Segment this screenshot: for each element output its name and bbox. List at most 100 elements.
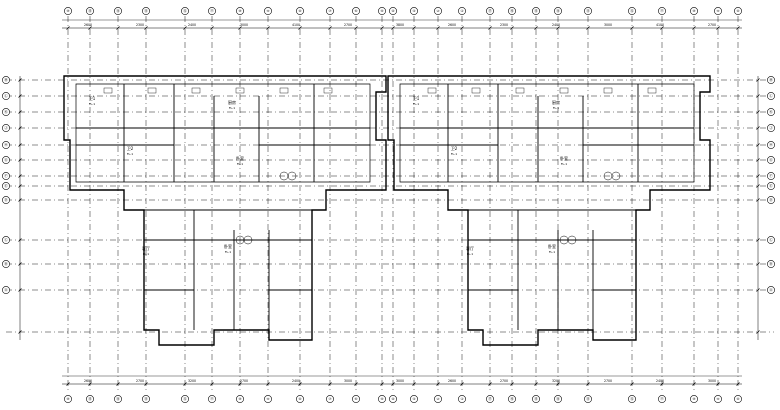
axis-label-top: ⑫ — [630, 8, 634, 13]
axis-label-bottom: ⑪ — [660, 396, 664, 401]
dimension-tick — [586, 382, 590, 386]
axis-label-left: Ⓔ — [4, 183, 8, 188]
dimension-tick — [354, 382, 358, 386]
fixture-box — [427, 87, 437, 94]
wall-outlines — [63, 75, 711, 346]
axis-bubble-top — [628, 7, 636, 15]
axis-bubble-left — [2, 92, 10, 100]
dimension-value: 3000 — [344, 379, 352, 383]
dimension-tick — [436, 26, 440, 30]
dimension-tick — [716, 382, 720, 386]
dimension-value: 2600 — [84, 23, 92, 27]
interior-wall — [75, 83, 371, 183]
exterior-wall — [63, 75, 387, 346]
shaft-circle — [243, 235, 253, 245]
dimension-tick — [298, 382, 302, 386]
dimension-value: 2400 — [656, 379, 664, 383]
axis-label-bottom: ⑥ — [354, 397, 357, 401]
dimension-value: 3000 — [708, 379, 716, 383]
dimension-tick — [716, 26, 720, 30]
dimension-tick — [660, 382, 664, 386]
axis-label-top: ⑯ — [510, 8, 514, 13]
axis-bubble-top — [64, 7, 72, 15]
dimension-tick — [556, 382, 560, 386]
axis-label-bottom: ⑮ — [534, 396, 538, 401]
axis-bubble-top — [389, 7, 397, 15]
axis-label-bottom: ③ — [412, 397, 415, 401]
axis-label-right: Ⓙ — [769, 125, 773, 130]
axis-label-left: Ⓜ — [4, 77, 8, 82]
axis-bubble-right — [767, 196, 775, 204]
dimension-tick — [660, 26, 664, 30]
dimension-value: 2700 — [240, 379, 248, 383]
dimension-value: 3000 — [604, 23, 612, 27]
axis-bubble-left — [2, 172, 10, 180]
axis-label-top: ③ — [412, 9, 415, 13]
dimension-tick — [354, 26, 358, 30]
shaft-circle — [567, 235, 577, 245]
axis-label-top: ⑨ — [716, 9, 719, 13]
axis-bubble-bottom — [658, 395, 666, 403]
axis-label-top: ⑨ — [266, 9, 269, 13]
dimension-tick — [380, 382, 384, 386]
dimension-tick — [756, 158, 760, 162]
axis-bubble-left — [2, 108, 10, 116]
axis-bubble-top — [326, 7, 334, 15]
dimension-tick — [756, 126, 760, 130]
dimension-value: 3000 — [240, 23, 248, 27]
axis-label-top: ⑮ — [88, 8, 92, 13]
axis-label-left: Ⓙ — [4, 125, 8, 130]
axis-label-right: Ⓔ — [769, 183, 773, 188]
axis-label-top: ⑥ — [354, 9, 357, 13]
dimension-value: 2600 — [448, 23, 456, 27]
dimension-tick — [756, 288, 760, 292]
dimension-tick — [18, 288, 22, 292]
dimension-tick — [18, 174, 22, 178]
dimension-tick — [391, 26, 395, 30]
axis-bubble-top — [714, 7, 722, 15]
dimension-value: 4100 — [292, 23, 300, 27]
axis-bubble-top — [584, 7, 592, 15]
exterior-wall — [387, 75, 711, 346]
axis-label-bottom: ⑰ — [488, 396, 492, 401]
dimension-tick — [756, 330, 760, 334]
fixture-box — [515, 87, 525, 94]
axis-bubble-bottom — [296, 395, 304, 403]
axis-label-right: Ⓐ — [769, 287, 773, 292]
axis-bubble-bottom — [584, 395, 592, 403]
axis-bubble-bottom — [628, 395, 636, 403]
axis-bubble-top — [181, 7, 189, 15]
dimension-tick — [460, 26, 464, 30]
axis-bubble-right — [767, 236, 775, 244]
axis-bubble-bottom — [114, 395, 122, 403]
axis-label-top: ⑭ — [556, 8, 560, 13]
dimension-value: 2700 — [136, 379, 144, 383]
axis-label-left: Ⓗ — [4, 142, 8, 147]
dimension-value: 3000 — [396, 379, 404, 383]
axis-bubble-bottom — [326, 395, 334, 403]
dimension-tick — [266, 26, 270, 30]
axis-label-top: ⑩ — [692, 9, 695, 13]
axis-label-top: ① — [460, 9, 463, 13]
fixture-box — [323, 87, 333, 94]
axis-bubble-right — [767, 108, 775, 116]
dimension-tick — [412, 26, 416, 30]
dimension-tick — [18, 238, 22, 242]
dimension-tick — [412, 382, 416, 386]
dimension-tick — [18, 262, 22, 266]
room-code: FL-1 — [237, 162, 243, 166]
axis-label-top: ⑩ — [238, 9, 241, 13]
dimension-tick — [436, 382, 440, 386]
axis-bubble-top — [208, 7, 216, 15]
dimension-tick — [18, 143, 22, 147]
axis-bubble-top — [296, 7, 304, 15]
dimension-tick — [88, 26, 92, 30]
room-code: FL-1 — [89, 102, 95, 106]
dimension-tick — [510, 382, 514, 386]
axis-bubble-top — [690, 7, 698, 15]
axis-label-left: Ⓓ — [4, 197, 8, 202]
dimension-tick — [756, 78, 760, 82]
axis-bubble-bottom — [352, 395, 360, 403]
axis-label-bottom: ① — [460, 397, 463, 401]
